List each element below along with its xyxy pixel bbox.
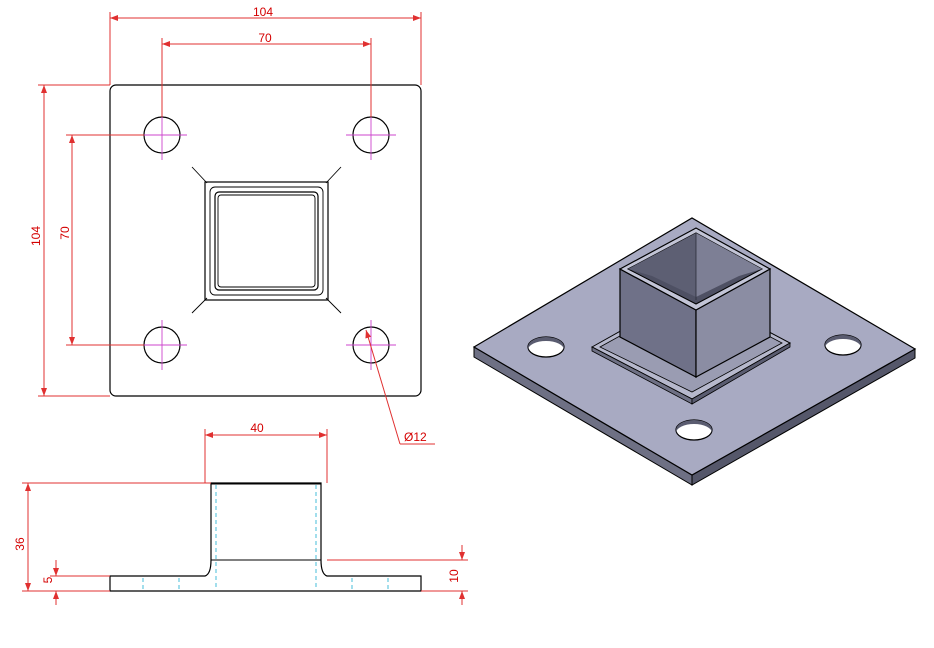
dim-tube-width-label: 40 <box>250 421 264 435</box>
plate-outline <box>109 84 422 397</box>
dim-top-width-label: 104 <box>253 5 273 19</box>
dimension-plate-thickness: 5 <box>41 560 110 605</box>
front-view-outline <box>109 482 422 592</box>
isometric-view <box>472 217 917 486</box>
dim-hole-spacing-y-label: 70 <box>58 226 72 240</box>
dimension-tube-width: 40 <box>204 421 328 483</box>
dim-boss-height-label: 10 <box>447 569 461 583</box>
dimension-total-height: 36 <box>13 482 211 592</box>
hidden-lines <box>142 485 389 590</box>
dimension-left-height: 104 <box>29 84 110 397</box>
iso-square-tube <box>618 227 772 379</box>
iso-holes <box>527 334 862 441</box>
dim-plate-thickness-label: 5 <box>41 576 55 583</box>
dim-hole-diameter-label: Ø12 <box>404 430 427 444</box>
dimension-hole-spacing-y: 70 <box>58 134 144 346</box>
dim-left-height-label: 104 <box>29 226 43 246</box>
mounting-holes <box>143 116 390 364</box>
square-tube-top <box>191 166 342 314</box>
dimension-boss-height: 10 <box>327 545 468 605</box>
dimension-hole-diameter: Ø12 <box>365 329 435 445</box>
dim-total-height-label: 36 <box>13 537 27 551</box>
dimension-top-width: 104 <box>109 5 422 85</box>
dimension-hole-spacing-x: 70 <box>161 31 372 117</box>
hole-centerlines <box>137 110 396 370</box>
dim-hole-spacing-x-label: 70 <box>258 31 272 45</box>
front-view: 40 36 5 10 <box>13 421 468 605</box>
top-view: 104 70 104 70 Ø12 <box>29 5 435 445</box>
